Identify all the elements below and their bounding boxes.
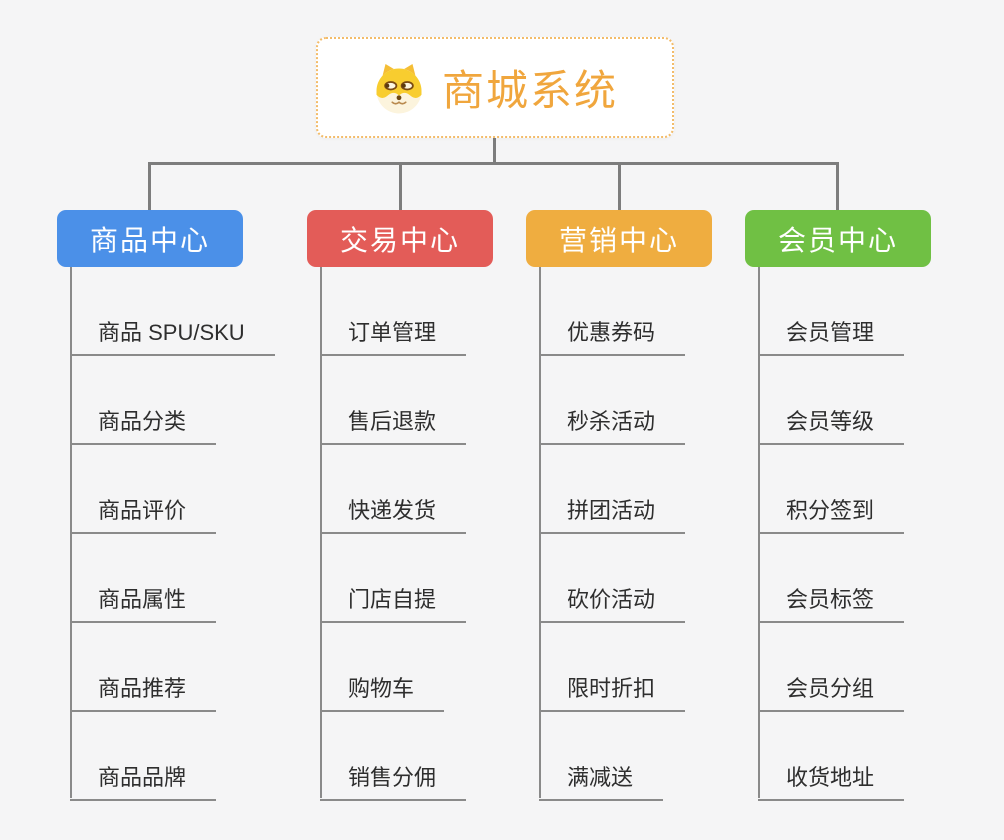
topic-item[interactable]: 砍价活动	[539, 582, 686, 623]
connector-drop-marketing	[618, 162, 621, 210]
branch-member-center: 会员中心 会员管理 会员等级 积分签到 会员标签 会员分组 收货地址	[745, 210, 965, 801]
branch-label: 会员中心	[777, 224, 898, 256]
topic-item[interactable]: 满减送	[539, 760, 664, 801]
topic-item[interactable]: 会员管理	[758, 315, 905, 356]
topic-item[interactable]: 售后退款	[320, 404, 467, 445]
branch-spine	[70, 267, 72, 798]
branch-items-product-center: 商品 SPU/SKU 商品分类 商品评价 商品属性 商品推荐 商品品牌	[57, 267, 277, 801]
branch-items-trade-center: 订单管理 售后退款 快递发货 门店自提 购物车 销售分佣	[307, 267, 527, 801]
connector-horizontal-bar	[148, 162, 839, 165]
topic-item[interactable]: 购物车	[320, 671, 445, 712]
branch-spine	[758, 267, 760, 798]
topic-item[interactable]: 积分签到	[758, 493, 905, 534]
branch-node-product-center[interactable]: 商品中心	[57, 210, 243, 267]
branch-label: 交易中心	[339, 224, 460, 256]
topic-item[interactable]: 商品 SPU/SKU	[70, 315, 275, 356]
topic-item[interactable]: 商品分类	[70, 404, 217, 445]
topic-item[interactable]: 商品品牌	[70, 760, 217, 801]
branch-node-marketing-center[interactable]: 营销中心	[526, 210, 712, 267]
topic-item[interactable]: 商品推荐	[70, 671, 217, 712]
branch-items-marketing-center: 优惠券码 秒杀活动 拼团活动 砍价活动 限时折扣 满减送	[526, 267, 746, 801]
topic-item[interactable]: 秒杀活动	[539, 404, 686, 445]
root-node[interactable]: 商城系统	[316, 37, 674, 138]
branch-marketing-center: 营销中心 优惠券码 秒杀活动 拼团活动 砍价活动 限时折扣 满减送	[526, 210, 746, 801]
shiba-dog-icon	[372, 61, 426, 115]
topic-item[interactable]: 快递发货	[320, 493, 467, 534]
topic-item[interactable]: 订单管理	[320, 315, 467, 356]
topic-item[interactable]: 限时折扣	[539, 671, 686, 712]
topic-item[interactable]: 商品评价	[70, 493, 217, 534]
topic-item[interactable]: 会员分组	[758, 671, 905, 712]
connector-root-stub	[493, 138, 496, 165]
branch-node-member-center[interactable]: 会员中心	[745, 210, 931, 267]
branch-items-member-center: 会员管理 会员等级 积分签到 会员标签 会员分组 收货地址	[745, 267, 965, 801]
branch-spine	[539, 267, 541, 798]
topic-item[interactable]: 销售分佣	[320, 760, 467, 801]
topic-item[interactable]: 拼团活动	[539, 493, 686, 534]
branch-label: 营销中心	[558, 224, 679, 256]
branch-trade-center: 交易中心 订单管理 售后退款 快递发货 门店自提 购物车 销售分佣	[307, 210, 527, 801]
topic-item[interactable]: 优惠券码	[539, 315, 686, 356]
topic-item[interactable]: 商品属性	[70, 582, 217, 623]
topic-item[interactable]: 会员等级	[758, 404, 905, 445]
connector-drop-trade	[399, 162, 402, 210]
topic-item[interactable]: 门店自提	[320, 582, 467, 623]
branch-node-trade-center[interactable]: 交易中心	[307, 210, 493, 267]
connector-drop-member	[836, 162, 839, 210]
branch-product-center: 商品中心 商品 SPU/SKU 商品分类 商品评价 商品属性 商品推荐 商品品牌	[57, 210, 277, 801]
topic-item[interactable]: 会员标签	[758, 582, 905, 623]
topic-item[interactable]: 收货地址	[758, 760, 905, 801]
branch-spine	[320, 267, 322, 798]
connector-drop-product	[148, 162, 151, 210]
root-title: 商城系统	[441, 67, 618, 114]
branch-label: 商品中心	[89, 224, 210, 256]
